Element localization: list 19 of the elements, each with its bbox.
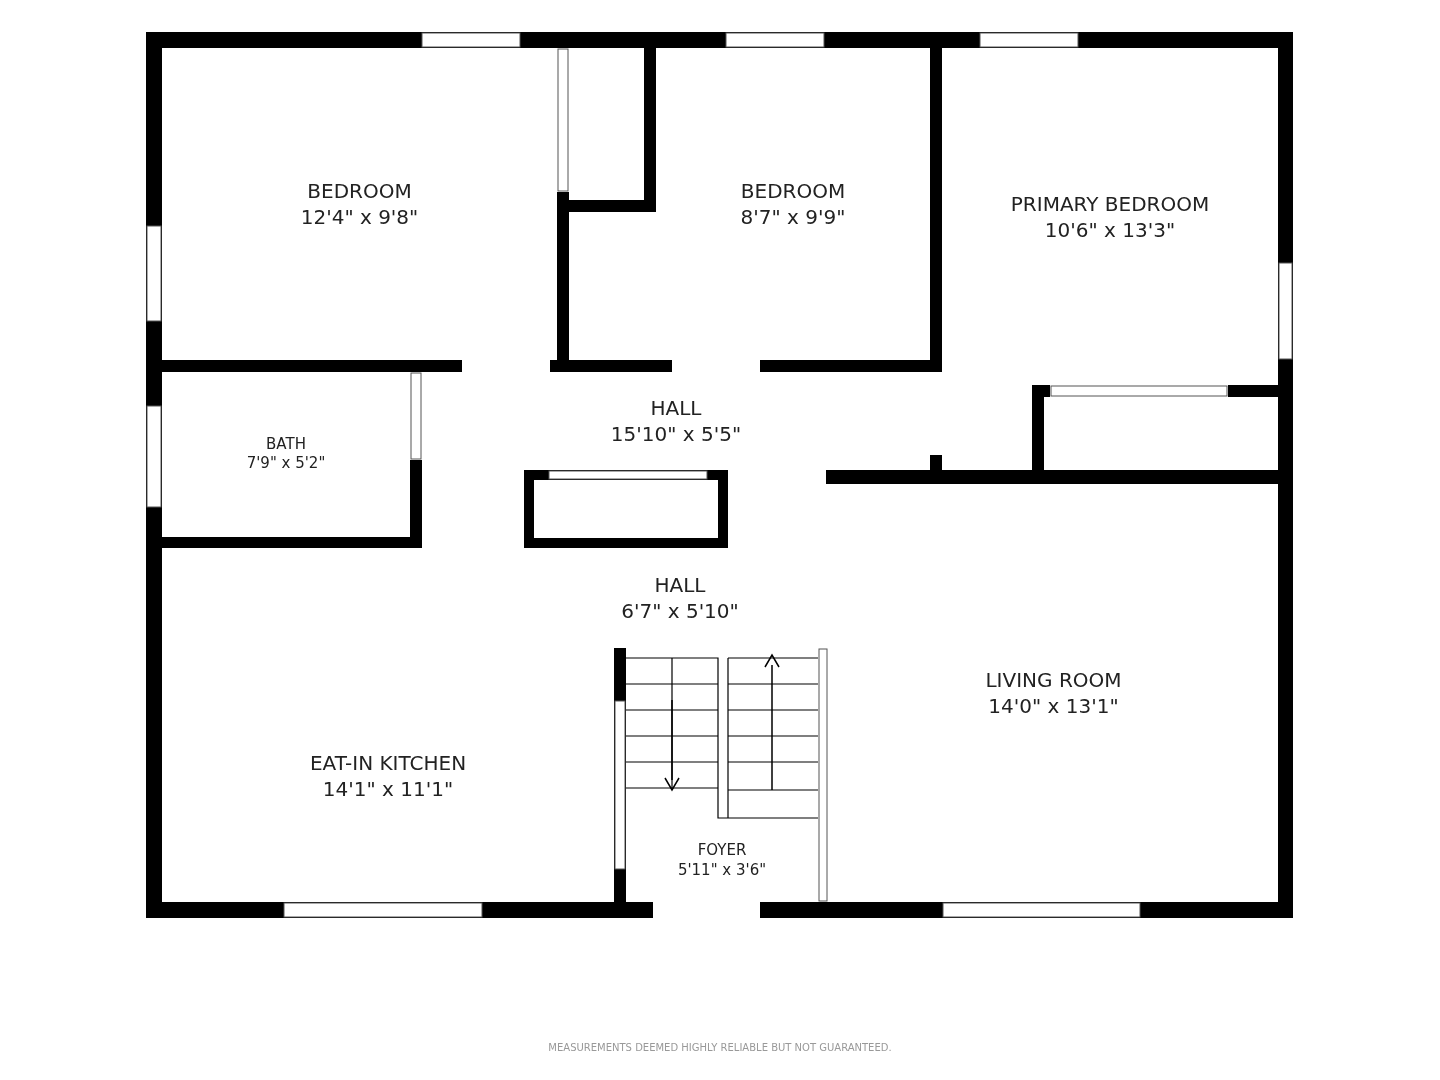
room-dimensions: 7'9" x 5'2": [246, 454, 326, 474]
room-dimensions: 10'6" x 13'3": [1044, 216, 1176, 243]
room-name: HALL: [650, 395, 702, 421]
room-dimensions: 14'1" x 11'1": [322, 775, 454, 802]
room-name: BEDROOM: [740, 178, 846, 204]
room-name: EAT-IN KITCHEN: [309, 749, 467, 776]
room-dimensions: 14'0" x 13'1": [988, 693, 1119, 719]
room-dimensions: 12'4" x 9'8": [300, 204, 419, 230]
room-name: HALL: [654, 571, 706, 598]
room-name: FOYER: [697, 841, 747, 861]
room-dimensions: 5'11" x 3'6": [677, 860, 767, 880]
room-name: LIVING ROOM: [985, 667, 1122, 693]
room-dimensions: 8'7" x 9'9": [740, 204, 846, 230]
room-name: BEDROOM: [307, 178, 412, 204]
room-dimensions: 15'10" x 5'5": [610, 421, 742, 447]
disclaimer-note: MEASUREMENTS DEEMED HIGHLY RELIABLE BUT NOT GUARANTEED.: [548, 1042, 892, 1053]
room-name: PRIMARY BEDROOM: [1010, 190, 1210, 217]
room-name: BATH: [266, 434, 306, 454]
room-dimensions: 6'7" x 5'10": [621, 597, 739, 624]
